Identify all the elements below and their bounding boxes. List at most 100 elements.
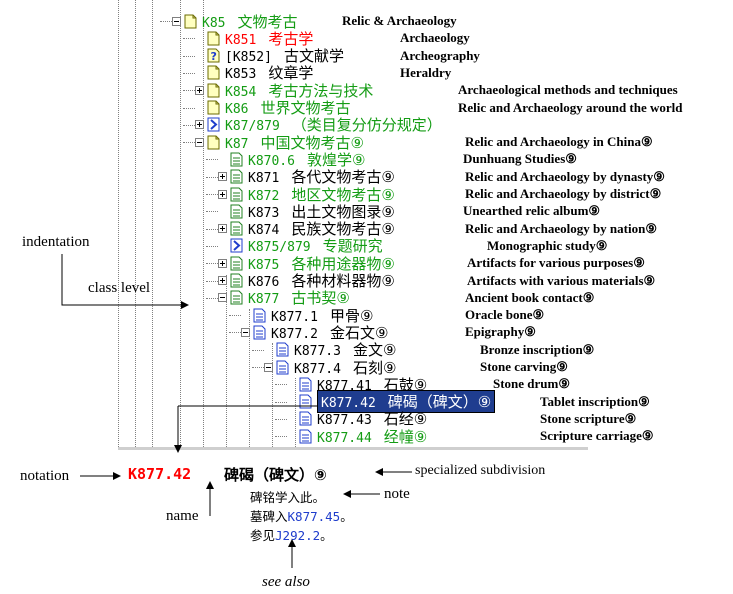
tree-connector <box>183 124 195 126</box>
tree-connector <box>183 107 195 109</box>
label-note: note <box>384 486 410 502</box>
english-translation: Relic and Archaeology by district⑨ <box>465 186 662 201</box>
collapse-minus-icon[interactable] <box>264 362 273 372</box>
tree-node-label[interactable]: [K852]古文献学 <box>225 45 344 66</box>
document-green-icon <box>230 187 248 202</box>
english-translation: Epigraphy⑨ <box>465 324 536 340</box>
tree-node[interactable]: ?[K852]古文献学 <box>195 47 344 65</box>
expand-plus-icon[interactable] <box>218 276 227 285</box>
expand-plus-icon[interactable] <box>195 120 204 130</box>
tree-connector <box>183 72 195 74</box>
tree-node-code: K871 <box>248 171 280 187</box>
tree-node-code: K875 <box>248 257 280 273</box>
document-blue-icon <box>276 342 294 357</box>
note-line-3-text: 参见 <box>250 528 276 543</box>
document-blue-icon <box>253 308 271 323</box>
tree-node[interactable]: K87/879（类目复分仿分规定） <box>195 116 442 134</box>
tree-connector <box>252 349 264 351</box>
english-translation: Stone scripture⑨ <box>540 410 637 426</box>
english-translation: Relic & Archaeology <box>342 13 457 28</box>
label-class-level: class level <box>88 280 151 296</box>
tree-node-label[interactable]: K87/879（类目复分仿分规定） <box>225 114 442 135</box>
detail-notation: K877.42 <box>128 465 192 483</box>
link-j292-2[interactable]: J292.2 <box>275 528 321 543</box>
folder-doc-icon <box>207 100 225 115</box>
expand-plus-icon[interactable] <box>218 189 227 199</box>
folder-doc-icon <box>207 135 225 150</box>
document-green-icon <box>230 273 248 288</box>
tree-node-code: K877.1 <box>271 309 318 325</box>
collapse-minus-icon[interactable] <box>218 293 227 303</box>
expand-plus-icon[interactable] <box>195 85 204 95</box>
document-green-icon <box>230 221 248 236</box>
collapse-minus-icon[interactable] <box>172 16 181 26</box>
expand-plus-icon[interactable] <box>218 258 227 268</box>
question-doc-icon: ? <box>207 48 225 63</box>
tree-node-name: 金文⑨ <box>352 341 397 360</box>
link-k877-45[interactable]: K877.45 <box>287 509 341 524</box>
tree-node-name: 考古学 <box>268 29 314 48</box>
tree-node-code: K877.41 <box>317 378 372 394</box>
expand-plus-icon[interactable] <box>218 224 227 234</box>
collapse-minus-icon[interactable] <box>241 327 250 337</box>
tree-node-code: K853 <box>225 67 257 83</box>
tree-node-code: K872 <box>248 188 280 204</box>
english-translation: Scripture carriage⑨ <box>540 428 654 444</box>
tree-connector <box>183 55 195 57</box>
tree-connector <box>206 211 218 213</box>
indent-guide-line <box>180 0 181 447</box>
expand-plus-icon[interactable] <box>218 172 227 182</box>
collapse-minus-icon[interactable] <box>195 137 204 147</box>
tree-node[interactable]: K875 各种用途器物⑨ <box>218 253 395 274</box>
tree-node-name: 古文献学 <box>283 47 344 66</box>
tree-node-name: 各种用途器物⑨ <box>291 254 395 273</box>
tree-node-label[interactable]: K875 各种用途器物⑨ <box>248 253 395 274</box>
tree-node-code: K877.42 <box>321 396 376 412</box>
